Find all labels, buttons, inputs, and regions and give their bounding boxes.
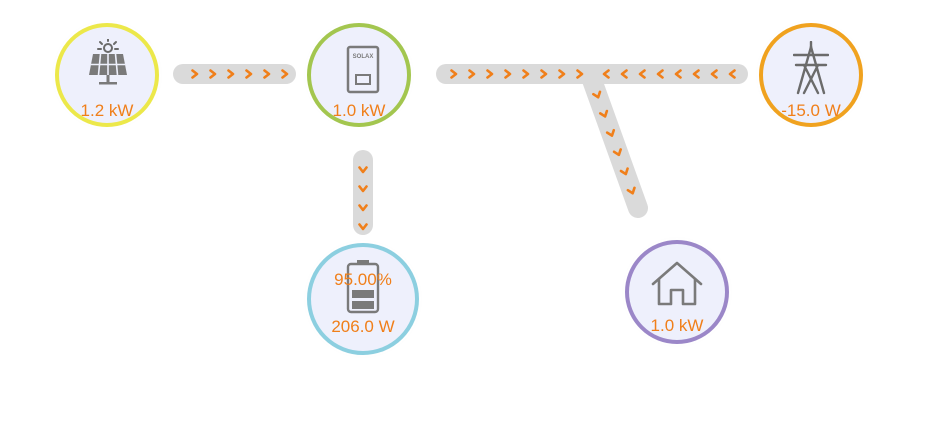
flow-arrow-grid-to-junction xyxy=(674,69,682,79)
flow-arrow-junction-to-home xyxy=(598,109,609,118)
inverter-node[interactable]: SOLAX 1.0 kW xyxy=(307,23,411,127)
home-power-value: 1.0 kW xyxy=(650,316,704,335)
flow-arrow-grid-to-junction xyxy=(656,69,664,79)
inverter-icon: SOLAX xyxy=(346,45,380,94)
battery-power-value: 206.0 W xyxy=(331,317,395,336)
flow-arrow-inverter-to-junction xyxy=(450,69,458,79)
flow-arrow-solar-to-inverter xyxy=(209,69,217,79)
flow-arrow-junction-to-home xyxy=(592,90,602,99)
flow-arrow-grid-to-junction xyxy=(602,69,610,79)
grid-power-value: -15.0 W xyxy=(781,101,841,120)
house-icon xyxy=(651,261,703,306)
flow-arrow-inverter-to-battery xyxy=(358,223,368,231)
flow-arrow-grid-to-junction xyxy=(620,69,628,79)
flow-arrow-grid-to-junction xyxy=(692,69,700,79)
flow-arrow-inverter-to-junction xyxy=(504,69,512,79)
flow-arrow-solar-to-inverter xyxy=(281,69,289,79)
power-pylon-icon xyxy=(793,41,829,95)
flow-arrow-solar-to-inverter xyxy=(263,69,271,79)
flow-arrow-inverter-to-battery xyxy=(358,185,368,193)
flow-arrow-inverter-to-junction xyxy=(522,69,530,79)
flow-arrow-grid-to-junction xyxy=(638,69,646,79)
solar-power-value: 1.2 kW xyxy=(80,101,134,120)
flow-arrow-solar-to-inverter xyxy=(245,69,253,79)
solar-node[interactable]: 1.2 kW xyxy=(55,23,159,127)
flow-arrow-junction-to-home xyxy=(605,128,616,137)
flow-arrow-inverter-to-junction xyxy=(468,69,476,79)
battery-node[interactable]: 95.00% 206.0 W xyxy=(307,243,419,355)
flow-arrow-solar-to-inverter xyxy=(191,69,199,79)
flow-arrow-grid-to-junction xyxy=(728,69,736,79)
battery-soc-value: 95.00% xyxy=(334,270,392,289)
flow-arrow-junction-to-home xyxy=(626,186,636,195)
flow-arrow-inverter-to-junction xyxy=(540,69,548,79)
flow-arrow-inverter-to-junction xyxy=(576,69,584,79)
inverter-power-value: 1.0 kW xyxy=(332,101,386,120)
flow-arrow-solar-to-inverter xyxy=(227,69,235,79)
flow-arrow-junction-to-home xyxy=(612,148,622,157)
flow-arrow-inverter-to-junction xyxy=(558,69,566,79)
grid-node[interactable]: -15.0 W xyxy=(759,23,863,127)
battery-icon xyxy=(346,260,380,314)
flow-arrow-grid-to-junction xyxy=(710,69,718,79)
home-node[interactable]: 1.0 kW xyxy=(625,240,729,344)
flow-arrow-inverter-to-battery xyxy=(358,204,368,212)
inverter-brand-label: SOLAX xyxy=(353,54,374,60)
flow-arrow-inverter-to-battery xyxy=(358,166,368,174)
flow-arrow-junction-to-home xyxy=(619,167,629,176)
flow-arrow-inverter-to-junction xyxy=(486,69,494,79)
junction-to-home-pipe xyxy=(582,70,648,218)
solar-panel-icon xyxy=(89,39,127,85)
